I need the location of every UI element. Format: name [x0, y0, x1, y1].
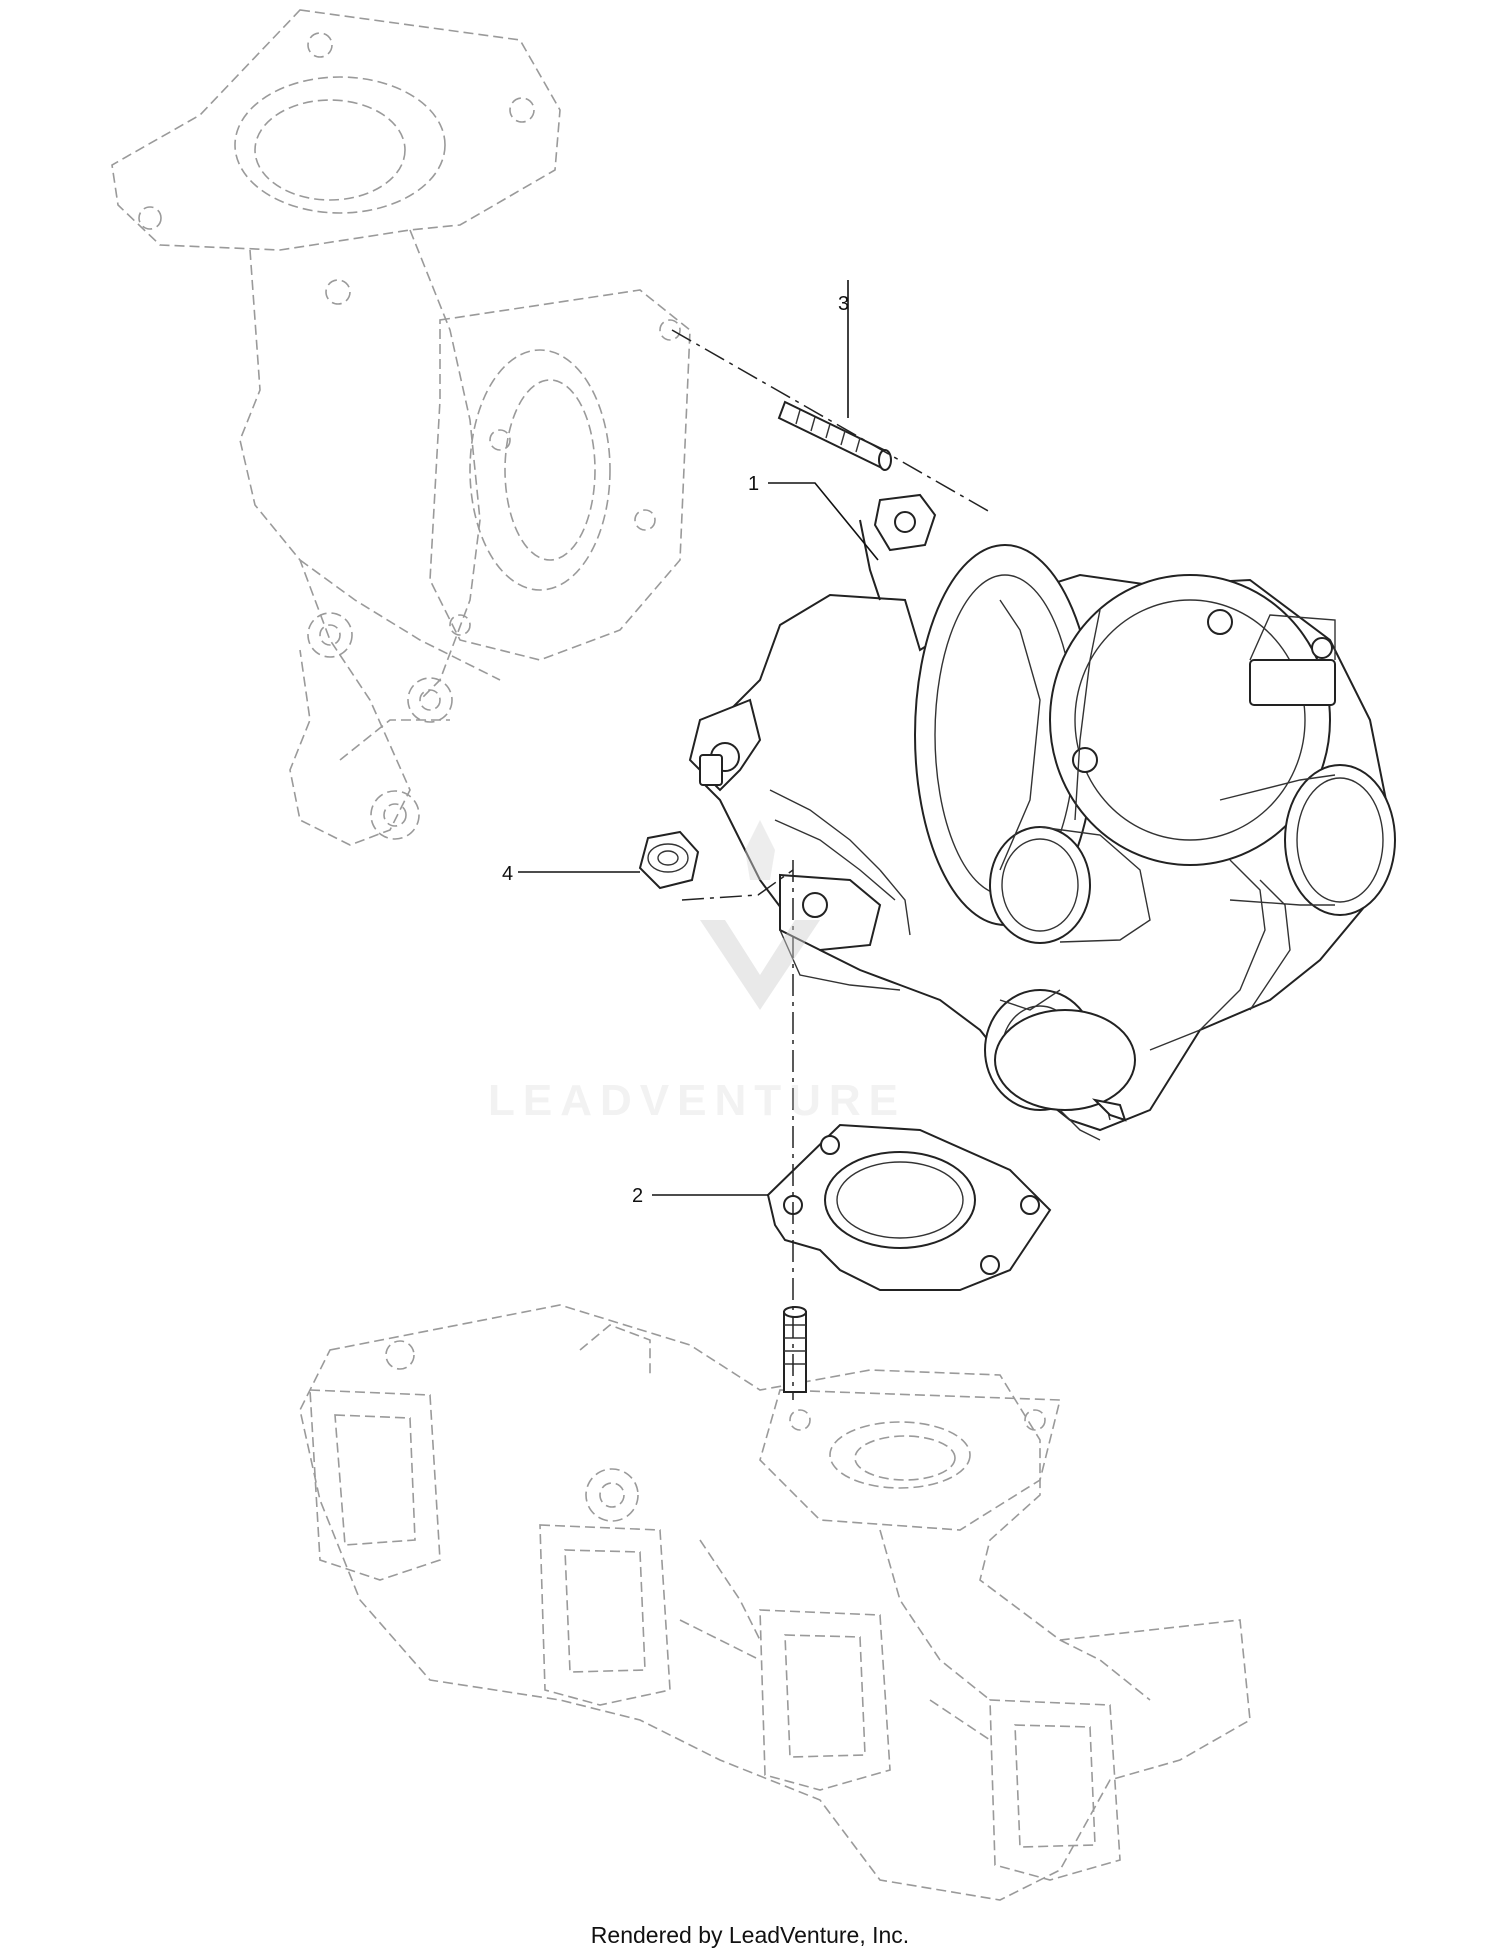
stud-part-3 — [777, 400, 892, 471]
callout-label-1: 1 — [748, 473, 759, 495]
center-lines — [671, 329, 991, 1400]
nut-part-4 — [638, 830, 700, 890]
turbocharger — [688, 493, 1396, 1141]
callout-label-3: 3 — [838, 293, 849, 315]
exhaust-elbow-ghost — [111, 9, 691, 846]
lower-stud — [783, 1306, 807, 1393]
callout-label-2: 2 — [632, 1185, 643, 1207]
watermark-text: LEADVENTURE — [488, 1076, 906, 1125]
leader-lines — [518, 280, 879, 1196]
exhaust-manifold-ghost — [299, 1304, 1251, 1901]
gasket-part-2 — [766, 1123, 1052, 1291]
callout-label-4: 4 — [502, 863, 513, 885]
render-credit: Rendered by LeadVenture, Inc. — [590, 1922, 910, 1948]
watermark: LEADVENTURE — [488, 820, 906, 1125]
